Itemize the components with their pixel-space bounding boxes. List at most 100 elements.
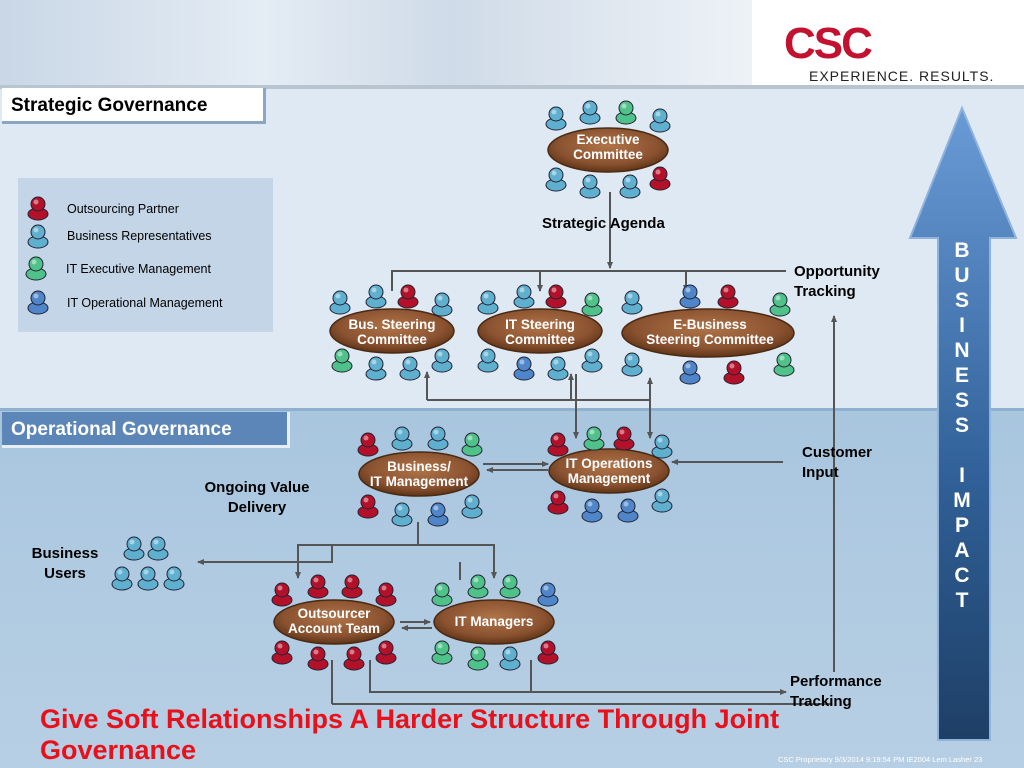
person-icon bbox=[461, 494, 483, 519]
it-steering-line-1: IT Steering bbox=[505, 317, 575, 332]
legend-label-it-executive-management: IT Executive Management bbox=[66, 262, 211, 276]
executive-committee-line-1: Executive bbox=[576, 132, 640, 147]
person-icon bbox=[467, 646, 489, 671]
person-icon bbox=[271, 582, 293, 607]
header-rule bbox=[0, 85, 1024, 89]
person-icon bbox=[537, 640, 559, 665]
ebusiness-line-1: E-Business bbox=[673, 317, 747, 332]
business-impact-arrow bbox=[908, 105, 1018, 741]
customer-input-label: Customer Input bbox=[802, 443, 872, 483]
it-managers-oval bbox=[433, 599, 555, 645]
person-icon bbox=[431, 640, 453, 665]
it-operations-management-label: IT Operations Management bbox=[549, 456, 669, 486]
business-users-line-2: Users bbox=[44, 565, 86, 582]
person-icon bbox=[307, 574, 329, 599]
strategic-agenda-label: Strategic Agenda bbox=[542, 215, 665, 232]
legend-business-representatives-icon bbox=[27, 224, 49, 249]
person-icon bbox=[613, 426, 635, 451]
person-icon bbox=[397, 284, 419, 309]
person-icon bbox=[123, 536, 145, 561]
person-icon bbox=[545, 167, 567, 192]
person-icon bbox=[579, 100, 601, 125]
person-icon bbox=[621, 290, 643, 315]
person-icon bbox=[499, 646, 521, 671]
it-operations-line-1: IT Operations bbox=[565, 456, 653, 471]
impact-letter: I bbox=[959, 464, 965, 487]
outsourcer-line-2: Account Team bbox=[287, 621, 380, 636]
executive-committee-label: Executive Committee bbox=[548, 132, 668, 162]
person-icon bbox=[147, 536, 169, 561]
outsourcer-account-team-label: Outsourcer Account Team bbox=[274, 606, 394, 636]
person-icon bbox=[365, 284, 387, 309]
it-managers-label: IT Managers bbox=[434, 614, 554, 629]
person-icon bbox=[391, 426, 413, 451]
person-icon bbox=[583, 426, 605, 451]
impact-letter: T bbox=[955, 589, 969, 612]
strategic-governance-heading: Strategic Governance bbox=[2, 88, 266, 124]
person-icon bbox=[499, 574, 521, 599]
legend: Outsourcing Partner Business Representat… bbox=[18, 178, 273, 332]
ongoing-line-1: Ongoing Value bbox=[204, 479, 310, 496]
impact-letter: S bbox=[954, 414, 969, 437]
it-operations-management-oval bbox=[548, 448, 670, 494]
person-icon bbox=[723, 360, 745, 385]
bus-steering-line-1: Bus. Steering bbox=[348, 317, 436, 332]
impact-letter: M bbox=[953, 489, 971, 512]
person-icon bbox=[427, 426, 449, 451]
outsourcer-account-team-oval bbox=[273, 599, 395, 645]
executive-committee-line-2: Committee bbox=[573, 147, 643, 162]
impact-letter: S bbox=[954, 289, 969, 312]
legend-it-executive-icon bbox=[25, 256, 47, 281]
performance-line-2: Tracking bbox=[790, 693, 852, 710]
person-icon bbox=[545, 284, 567, 309]
customer-line-2: Input bbox=[802, 464, 839, 481]
person-icon bbox=[467, 574, 489, 599]
ebusiness-steering-committee-label: E-Business Steering Committee bbox=[624, 317, 796, 347]
person-icon bbox=[581, 292, 603, 317]
person-icon bbox=[399, 356, 421, 381]
bus-steering-committee-oval bbox=[329, 308, 455, 354]
executive-committee-oval bbox=[547, 127, 669, 173]
legend-it-operational-icon bbox=[27, 290, 49, 315]
it-managers-line-1: IT Managers bbox=[454, 614, 534, 629]
csc-logo: CSC bbox=[784, 19, 873, 68]
section-divider bbox=[0, 408, 1024, 411]
person-icon bbox=[679, 360, 701, 385]
person-icon bbox=[537, 582, 559, 607]
ebusiness-line-2: Steering Committee bbox=[646, 332, 774, 347]
footer-text: CSC Proprietary 9/3/2014 9:19:54 PM IE20… bbox=[778, 755, 983, 764]
person-icon bbox=[431, 582, 453, 607]
person-icon bbox=[651, 488, 673, 513]
slide-title: Give Soft Relationships A Harder Structu… bbox=[40, 704, 780, 765]
person-icon bbox=[329, 290, 351, 315]
header-banner bbox=[0, 0, 752, 85]
it-operations-line-2: Management bbox=[567, 471, 651, 486]
business-it-management-oval bbox=[358, 451, 480, 497]
connectors bbox=[197, 192, 837, 705]
person-icon bbox=[431, 292, 453, 317]
impact-letter: I bbox=[959, 314, 965, 337]
person-icon bbox=[617, 498, 639, 523]
it-steering-committee-label: IT Steering Committee bbox=[478, 317, 602, 347]
impact-letter: P bbox=[954, 514, 969, 537]
impact-letter: B bbox=[954, 239, 970, 262]
business-users-line-1: Business bbox=[31, 545, 99, 562]
person-icon bbox=[163, 566, 185, 591]
person-icon bbox=[357, 432, 379, 457]
legend-label-it-operational-management: IT Operational Management bbox=[67, 296, 223, 310]
person-icon bbox=[375, 582, 397, 607]
impact-letter: A bbox=[954, 539, 970, 562]
it-steering-line-2: Committee bbox=[505, 332, 575, 347]
performance-tracking-label: Performance Tracking bbox=[790, 672, 882, 712]
person-icon bbox=[649, 108, 671, 133]
legend-label-business-representatives: Business Representatives bbox=[67, 229, 212, 243]
business-it-line-2: IT Management bbox=[369, 474, 469, 489]
person-icon bbox=[431, 348, 453, 373]
it-steering-committee-oval bbox=[477, 308, 603, 354]
person-icon bbox=[545, 106, 567, 131]
legend-label-outsourcing-partner: Outsourcing Partner bbox=[67, 202, 179, 216]
person-icon bbox=[341, 574, 363, 599]
performance-line-1: Performance bbox=[790, 673, 882, 690]
person-icon bbox=[365, 356, 387, 381]
